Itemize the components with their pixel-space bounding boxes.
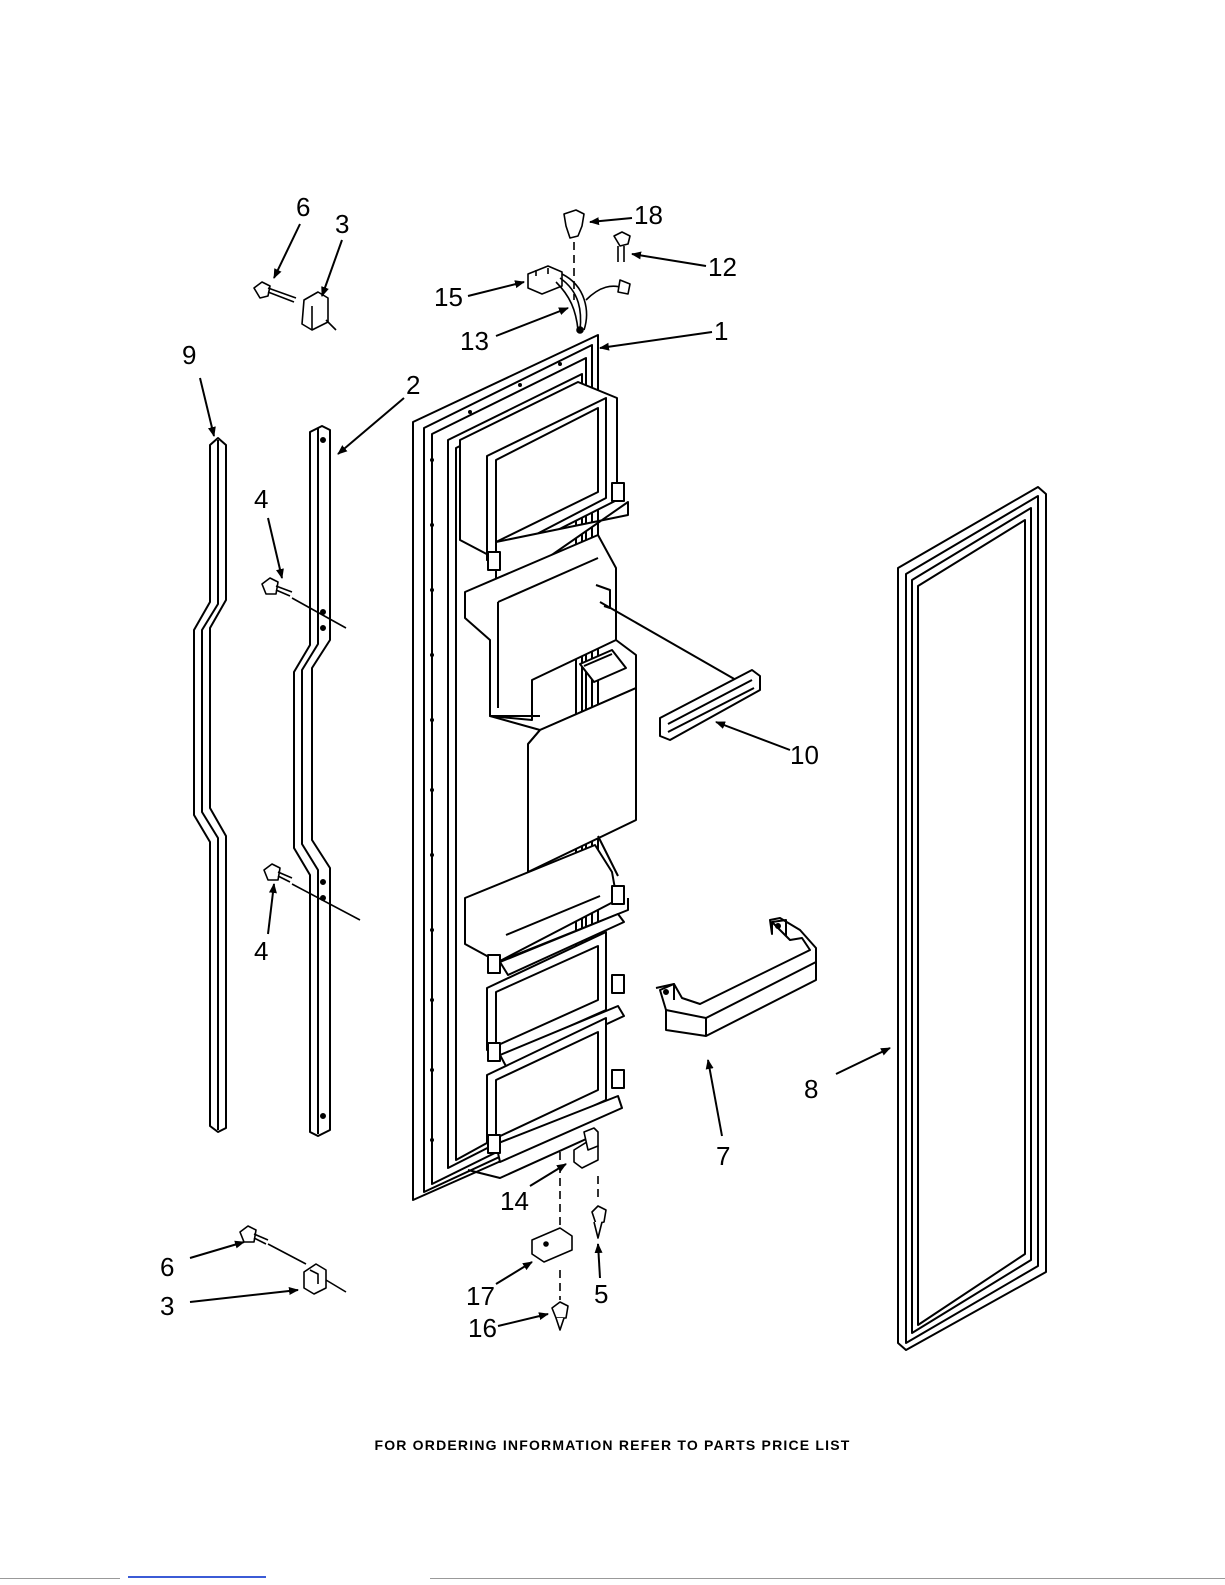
callout-17: 17 [466,1281,495,1311]
door-bin [656,918,816,1036]
callout-9: 9 [182,340,196,370]
callout-8: 8 [804,1074,818,1104]
callout-18: 18 [634,200,663,230]
callout-7: 7 [716,1141,730,1171]
trim-strip-9 [194,438,226,1132]
callout-4-upper: 4 [254,484,268,514]
dispenser-bar [660,670,760,740]
bottom-rule-right [430,1578,1225,1579]
callout-10: 10 [790,740,819,770]
callout-16: 16 [468,1313,497,1343]
bottom-rule-left [0,1578,120,1579]
callout-15: 15 [434,282,463,312]
callout-6-top: 6 [296,192,310,222]
door-gasket [898,487,1046,1350]
callout-13: 13 [460,326,489,356]
callout-12: 12 [708,252,737,282]
ordering-information-note: FOR ORDERING INFORMATION REFER TO PARTS … [0,1437,1225,1453]
bottom-link-underline[interactable] [128,1576,266,1578]
callout-3-bottom: 3 [160,1291,174,1321]
callout-3-top: 3 [335,209,349,239]
door-handle-rail [294,426,330,1136]
callout-6-bottom: 6 [160,1252,174,1282]
callout-2: 2 [406,370,420,400]
callout-1: 1 [714,316,728,346]
door-panel [413,335,750,1200]
callout-5: 5 [594,1279,608,1309]
callout-14: 14 [500,1186,529,1216]
callout-4-lower: 4 [254,936,268,966]
